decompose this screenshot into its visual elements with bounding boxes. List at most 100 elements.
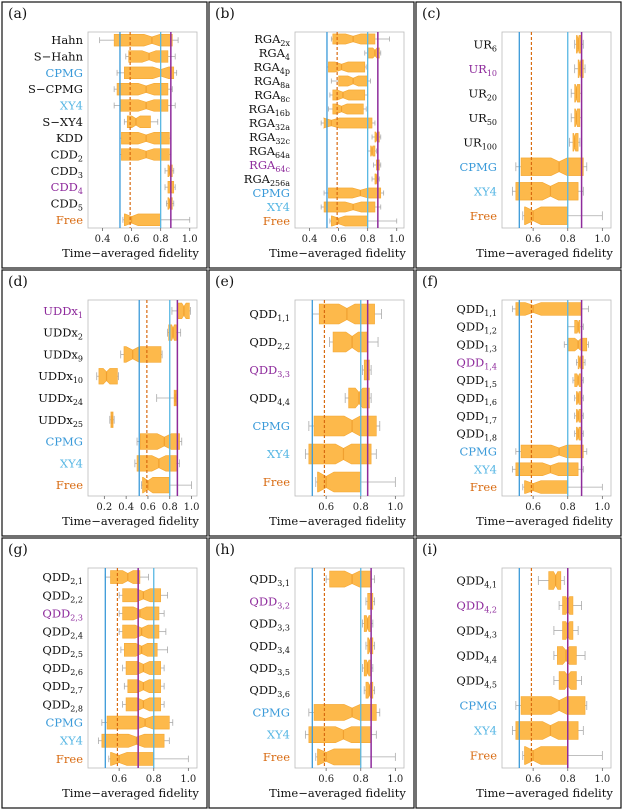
panel-tag: (c) — [422, 6, 441, 22]
row-label: QDD1,1 — [249, 307, 290, 323]
box-row — [515, 444, 588, 459]
x-tick-label: 0.8 — [353, 774, 369, 785]
row-label: UDDx10 — [38, 369, 83, 385]
box-row — [365, 637, 375, 655]
x-tick-label: 1.0 — [184, 502, 200, 513]
x-tick-label: 0.8 — [353, 502, 369, 513]
panel-border — [208, 537, 415, 809]
box-row — [141, 476, 192, 494]
box-row — [362, 359, 372, 381]
box-xy4 — [308, 726, 372, 743]
x-tick-label: 1.0 — [387, 774, 403, 785]
box-row — [118, 624, 167, 639]
box-row — [574, 59, 586, 78]
row-label: CPMG — [46, 716, 84, 730]
row-label: QDD4,4 — [249, 391, 290, 407]
box-qdd-1,8 — [576, 426, 582, 441]
axes-frame — [501, 567, 612, 769]
row-label: QDD1,2 — [456, 320, 497, 336]
row-label: QDD2,6 — [42, 661, 83, 677]
box-cpmg — [313, 704, 377, 721]
box-row — [320, 117, 376, 129]
row-label: CPMG — [460, 699, 498, 713]
box-row — [570, 108, 582, 127]
box-row — [308, 415, 381, 437]
box-row — [371, 131, 382, 143]
chart-panel-a: (a)HahnS−HahnCPMGS−CPMGXY4S−XY4KDDCDD2CD… — [1, 1, 208, 269]
box-rga-16b — [332, 103, 364, 115]
box-row — [113, 82, 173, 96]
x-tick-label: 0.6 — [318, 774, 334, 785]
row-label: RGA4p — [254, 60, 290, 76]
box-row — [122, 213, 191, 227]
box-rga-2x — [332, 33, 376, 45]
row-label: QDD1,7 — [456, 409, 497, 425]
box-row — [304, 443, 377, 465]
box-row — [362, 615, 374, 632]
row-label: QDD3,2 — [249, 594, 290, 610]
row-label: CDD4 — [51, 180, 83, 196]
panel-tag: (e) — [215, 274, 234, 290]
box-kdd — [121, 131, 170, 145]
box-cpmg — [140, 433, 180, 450]
box-row — [328, 103, 367, 115]
row-label: QDD4,2 — [456, 599, 497, 615]
row-label: QDD2,3 — [42, 606, 83, 622]
box-cpmg — [328, 187, 382, 199]
x-tick-label: 0.4 — [118, 502, 134, 513]
box-row — [108, 752, 189, 766]
row-label: QDD3,3 — [249, 363, 290, 379]
box-qdd-1,1 — [515, 302, 582, 316]
row-label: CDD3 — [51, 164, 83, 180]
row-label: UR10 — [468, 62, 497, 78]
row-label: QDD2,7 — [42, 679, 83, 695]
row-label: RGA32a — [249, 116, 290, 132]
row-label: Free — [263, 214, 290, 228]
row-label: QDD4,3 — [456, 624, 497, 640]
box-row — [522, 206, 603, 225]
box-xy4 — [515, 182, 579, 201]
box-row — [156, 389, 178, 407]
box-uddx-9 — [123, 346, 162, 363]
row-label: UDDx1 — [43, 304, 83, 320]
box-row — [123, 679, 165, 694]
box-qdd-1,2 — [574, 320, 581, 334]
box-qdd-3,1 — [329, 570, 372, 588]
box-qdd-2,2 — [122, 588, 161, 603]
row-label: QDD1,4 — [456, 355, 497, 371]
box-row — [315, 748, 396, 766]
x-tick-label: 0.6 — [331, 234, 347, 245]
row-label: QDD3,5 — [249, 661, 290, 677]
box-qdd-1,4 — [577, 355, 584, 370]
x-tick-label: 1.0 — [387, 502, 403, 513]
row-label: Hahn — [51, 33, 83, 47]
box-row — [164, 164, 175, 178]
row-label: QDD1,5 — [456, 373, 497, 389]
row-label: CPMG — [460, 160, 498, 174]
row-label: QDD4,1 — [456, 574, 497, 590]
box-xy4 — [308, 443, 372, 465]
x-tick-label: 1.0 — [594, 234, 610, 245]
x-tick-label: 0.6 — [525, 234, 541, 245]
box-row — [558, 596, 582, 615]
box-row — [171, 302, 191, 320]
row-label: UR20 — [468, 86, 497, 102]
box-xy4 — [119, 99, 169, 112]
box-row — [123, 115, 159, 129]
row-label: RGA64c — [249, 158, 290, 174]
panel-border — [1, 1, 208, 269]
x-axis-label: Time−averaged fidelity — [476, 246, 613, 260]
row-label: XY4 — [267, 200, 290, 214]
row-label: UDDx9 — [43, 347, 83, 363]
box-qdd-1,7 — [576, 409, 582, 423]
panel-tag: (f) — [422, 274, 438, 290]
x-tick-label: 1.0 — [594, 502, 610, 513]
box-row — [522, 480, 603, 494]
row-label: QDD3,6 — [249, 683, 290, 699]
row-label: KDD — [56, 131, 83, 145]
box-row — [522, 746, 603, 765]
box-hahn — [113, 33, 173, 47]
row-label: UDDx2 — [43, 326, 83, 342]
x-tick-label: 0.4 — [302, 234, 318, 245]
row-label: Free — [470, 209, 497, 223]
